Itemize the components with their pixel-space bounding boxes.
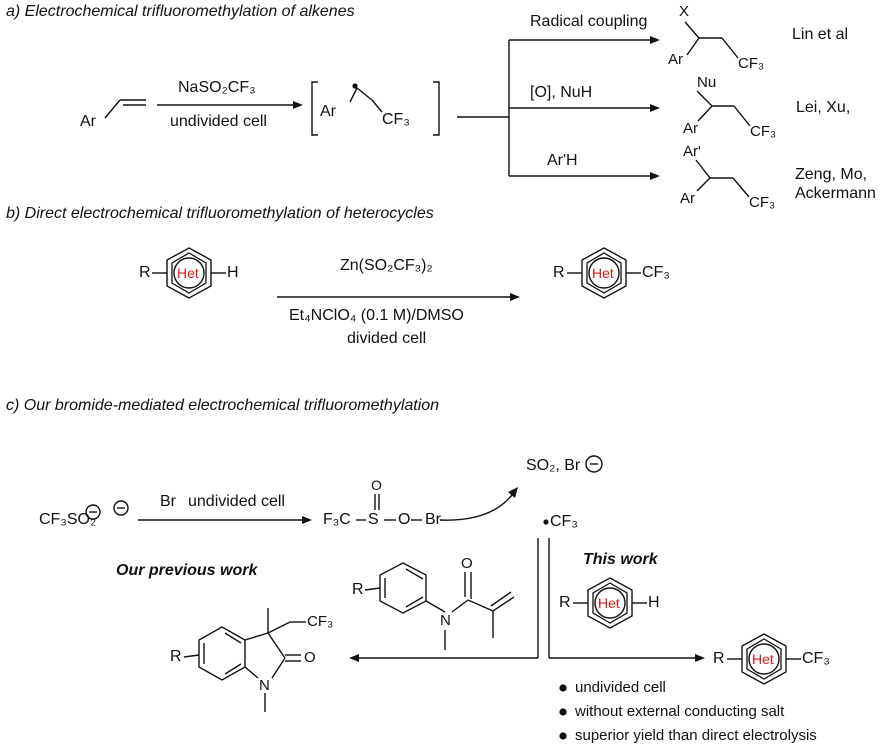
bullet-superior-yield: superior yield than direct electrolysis xyxy=(575,727,817,744)
het-c-product-r: R xyxy=(713,650,725,667)
sulfinate-ester-bonds xyxy=(356,494,422,521)
bullet-points xyxy=(559,684,567,740)
intermediate-br: Br xyxy=(425,511,441,528)
arrow-b xyxy=(277,293,520,301)
product-b-r: R xyxy=(553,264,565,281)
intermediate-cf3-label: CF₃ xyxy=(382,111,410,128)
radical-dot xyxy=(543,519,549,525)
bracket-intermediate xyxy=(311,81,440,136)
condition-b-solvent: Et₄NClO₄ (0.1 M)/DMSO xyxy=(289,307,464,324)
condition-c: undivided cell xyxy=(188,493,285,510)
oxindole-n: N xyxy=(259,677,270,694)
route-arylation: Ar'H xyxy=(547,152,578,169)
reagent-c-br: Br xyxy=(160,493,176,510)
oxindole-structure xyxy=(183,608,306,712)
product-a3-cf3: CF₃ xyxy=(749,194,776,211)
ref-lei-xu: Lei, Xu, xyxy=(796,99,851,116)
oxindole-cf3: CF₃ xyxy=(307,613,334,630)
intermediate-o: O xyxy=(398,511,411,528)
byproduct-so2-br: SO₂, Br xyxy=(526,457,581,474)
heterocycle-b-substrate xyxy=(152,247,226,299)
intermediate-o-top: O xyxy=(371,477,382,493)
product-b-het: Het xyxy=(592,265,614,281)
product-b-cf3: CF₃ xyxy=(642,264,670,281)
oxindole-r: R xyxy=(170,648,182,665)
product-a3-ar: Ar xyxy=(680,190,695,207)
het-c-substrate-h: H xyxy=(648,594,660,611)
heterocycle-b-product xyxy=(567,247,641,299)
condition-a: undivided cell xyxy=(170,113,267,130)
intermediate-ar-label: Ar xyxy=(320,103,336,120)
product-a3-ar-prime: Ar' xyxy=(683,143,701,160)
section-a-title: a) Electrochemical trifluoromethylation … xyxy=(6,3,355,20)
section-c-title: c) Our bromide-mediated electrochemical … xyxy=(6,397,440,414)
product-a2-ar: Ar xyxy=(683,120,698,137)
intermediate-s: S xyxy=(368,511,379,528)
het-c-substrate-het: Het xyxy=(598,595,620,611)
product-a1-cf3: CF₃ xyxy=(738,55,765,72)
ref-zeng-mo: Zeng, Mo, xyxy=(795,166,868,183)
bullet-undivided-cell: undivided cell xyxy=(575,679,666,696)
branch-arrows-c xyxy=(349,538,705,662)
byproduct-circle xyxy=(585,455,603,473)
condition-b-cell: divided cell xyxy=(347,330,427,347)
product-a3-skeleton xyxy=(695,159,750,198)
product-a2-nu: Nu xyxy=(697,74,717,91)
acrylamide-r: R xyxy=(352,581,364,598)
product-a2-cf3: CF₃ xyxy=(750,123,777,140)
cf3-radical: CF₃ xyxy=(550,513,578,530)
arrow-a-reagent xyxy=(157,101,303,109)
ref-lin: Lin et al xyxy=(792,26,849,43)
intermediate-f3c: F₃C xyxy=(323,511,351,528)
label-this-work: This work xyxy=(583,551,658,568)
styrene-ar-label: Ar xyxy=(80,113,96,130)
substrate-b-h: H xyxy=(227,264,239,281)
het-c-product-het: Het xyxy=(752,651,774,667)
styrene-structure xyxy=(104,99,146,119)
substrate-b-r: R xyxy=(139,264,151,281)
acrylamide-n: N xyxy=(440,612,451,629)
oxindole-o: O xyxy=(304,649,316,666)
reagent-b: Zn(SO₂CF₃)₂ xyxy=(340,257,433,274)
arrow-c-step1 xyxy=(113,500,312,524)
label-previous-work: Our previous work xyxy=(116,562,258,579)
route-oxidation: [O], NuH xyxy=(530,84,593,101)
product-a1-x: X xyxy=(679,3,690,20)
ref-ackermann: Ackermann xyxy=(795,185,876,202)
heterocycle-c-product xyxy=(727,633,801,685)
branch-arrows-a xyxy=(457,36,660,180)
product-a2-skeleton xyxy=(696,90,751,127)
route-radical-coupling: Radical coupling xyxy=(530,13,648,30)
start-charge-circle xyxy=(85,504,101,520)
acrylamide-o: O xyxy=(461,555,473,572)
het-c-product-cf3: CF₃ xyxy=(802,650,830,667)
het-c-substrate-r: R xyxy=(559,594,571,611)
product-a1-ar: Ar xyxy=(668,51,683,68)
substrate-b-het: Het xyxy=(177,265,199,281)
heterocycle-c-substrate xyxy=(573,577,647,629)
section-b-title: b) Direct electrochemical trifluoromethy… xyxy=(6,205,434,222)
product-a1-skeleton xyxy=(684,21,739,59)
curved-arrow-so2 xyxy=(439,487,518,521)
bullet-no-salt: without external conducting salt xyxy=(575,703,785,720)
acrylamide-structure xyxy=(364,562,515,650)
start-cf3so2: CF₃SO₂ xyxy=(39,511,97,528)
reagent-a: NaSO₂CF₃ xyxy=(178,79,256,96)
